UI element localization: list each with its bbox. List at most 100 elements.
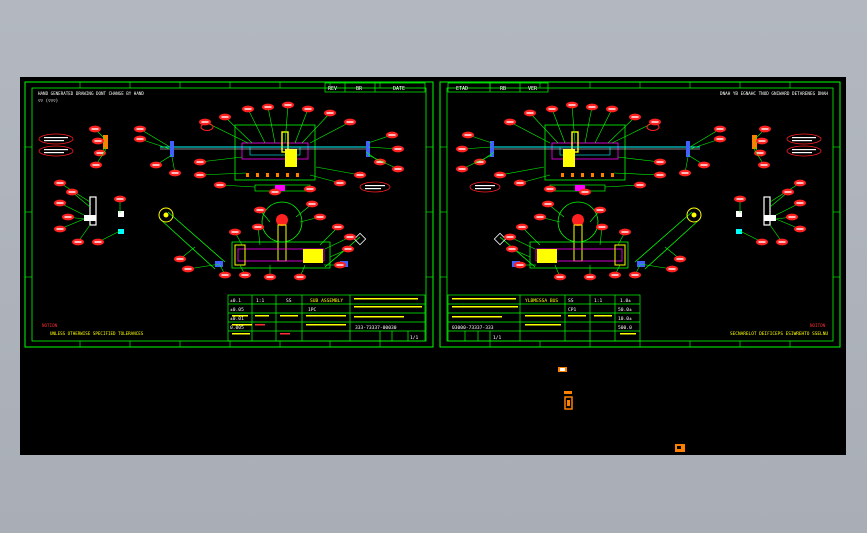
left-rev-col-3: DATE: [393, 86, 405, 92]
callout-bubble: [134, 125, 146, 133]
right-shaft-collar: [490, 141, 494, 157]
callout-bubble: [754, 149, 766, 157]
callout-bubble: [586, 103, 598, 111]
leader-line: [309, 121, 351, 144]
callout-bubble: [174, 255, 186, 263]
right-footer-note-1: NOITON: [810, 323, 826, 328]
callout-bubble: [242, 105, 254, 113]
callout-bubble: [794, 225, 806, 233]
callout-bubble: [514, 179, 526, 187]
callout-bubble: [92, 137, 104, 145]
oval-label: [469, 181, 501, 193]
callout-bubble: [544, 185, 556, 193]
left-sheet-inner-border: [31, 87, 427, 342]
callout-bubble: [666, 265, 678, 273]
right-title-block: [447, 294, 641, 342]
callout-bubble: [114, 195, 126, 203]
callout-bubble: [734, 195, 746, 203]
callout-bubble: [566, 101, 578, 109]
callout-bubble: [302, 105, 314, 113]
right-qty: CP1: [568, 307, 577, 313]
callout-bubble: [386, 131, 398, 139]
right-header-note: DNAH YB EGNAHC TNOD GNIWARD DETARENEG DN…: [720, 91, 828, 96]
leader-line: [199, 156, 243, 163]
callout-bubble: [314, 213, 326, 221]
left-weight: 0.005: [230, 325, 244, 331]
callout-bubble: [306, 200, 318, 208]
left-footer-note-2: UNLESS OTHERWISE SPECIFIED TOLERANCES: [50, 331, 144, 336]
leader-line: [571, 104, 576, 144]
callout-bubble: [542, 200, 554, 208]
callout-bubble: [629, 113, 641, 121]
top-yellow-block: [285, 149, 297, 167]
left-revision-table: REV BR DATE: [324, 82, 426, 93]
callout-bubble: [342, 245, 354, 253]
callout-bubble: [756, 137, 768, 145]
callout-bubble: [679, 169, 691, 177]
leader-line: [267, 106, 276, 144]
callout-bubble: [374, 158, 386, 166]
left-assembly-views: [38, 101, 404, 281]
top-assembly-frame: [234, 124, 316, 181]
left-rev-col-1: REV: [328, 86, 337, 92]
callout-bubble: [494, 171, 506, 179]
callout-bubble: [654, 171, 666, 179]
left-header-note: HAND GENERATED DRAWING DONT CHANGE BY HA…: [38, 91, 144, 96]
leader-line: [139, 128, 171, 148]
right-tol-3: 10.0±: [618, 316, 632, 322]
left-footer-note-1: NOTION: [42, 323, 58, 328]
leader-line: [551, 108, 566, 144]
leader-line: [294, 108, 309, 144]
cad-model-viewport[interactable]: REV BR DATE HAND GENERATED DRAWING DONT …: [20, 77, 846, 455]
callout-bubble: [794, 199, 806, 207]
callout-bubble: [334, 179, 346, 187]
leader-line: [689, 128, 721, 148]
callout-bubble: [758, 161, 770, 169]
leader-line: [367, 154, 399, 170]
callout-bubble: [516, 223, 528, 231]
callout-bubble: [194, 158, 206, 166]
left-shaft-collar: [170, 141, 174, 157]
leader-line: [613, 172, 661, 176]
callout-bubble: [62, 213, 74, 221]
callout-bubble: [392, 165, 404, 173]
callout-bubble: [219, 271, 231, 279]
callout-bubble: [634, 181, 646, 189]
cad-drawing-canvas[interactable]: REV BR DATE HAND GENERATED DRAWING DONT …: [20, 77, 846, 455]
lower-assembly-frame: [529, 241, 629, 269]
callout-bubble: [269, 188, 281, 196]
top-assembly-frame: [544, 124, 626, 181]
top-assembly-body: [241, 142, 309, 160]
callout-bubble: [654, 158, 666, 166]
callout-bubble: [579, 188, 591, 196]
leader-line: [499, 166, 545, 176]
callout-bubble: [239, 271, 251, 279]
leader-line: [247, 108, 266, 144]
callout-bubble: [794, 179, 806, 187]
callout-bubble: [219, 113, 231, 121]
arm-pivot: [686, 207, 702, 223]
callout-bubble: [534, 213, 546, 221]
callout-bubble: [756, 238, 768, 246]
leader-line: [461, 154, 493, 170]
callout-bubble: [584, 273, 596, 281]
callout-bubble: [354, 171, 366, 179]
left-qty: 1PC: [308, 307, 317, 313]
callout-bubble: [252, 223, 264, 231]
callout-bubble: [629, 271, 641, 279]
left-header-sub: ▽▽ (▽▽▽): [38, 98, 58, 103]
right-tol-1: 1.0±: [620, 298, 631, 304]
leader-line: [224, 116, 253, 144]
top-assembly-body: [551, 142, 619, 160]
leader-line: [301, 112, 331, 144]
callout-bubble: [66, 188, 78, 196]
callout-bubble: [54, 179, 66, 187]
callout-bubble: [714, 135, 726, 143]
right-rev-col-2: RB: [500, 86, 506, 92]
callout-bubble: [674, 255, 686, 263]
right-footer-note-2: SECNARELOT DEIFICEPS ESIWREHTO SSELNU: [730, 331, 829, 336]
callout-bubble: [392, 145, 404, 153]
left-part-name: SUB ASSEMBLY: [310, 298, 343, 304]
callout-bubble: [462, 131, 474, 139]
callout-bubble: [594, 206, 606, 214]
